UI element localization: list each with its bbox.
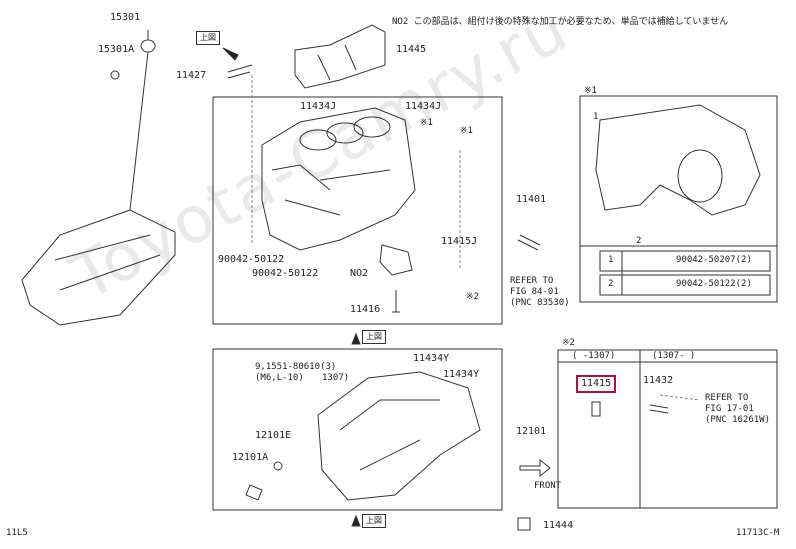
detail-col2-head: (1307- ) (652, 351, 696, 361)
plug-11444-shape (517, 517, 531, 531)
part-label-12101a[interactable]: 12101A (232, 452, 269, 463)
part-label-11416[interactable]: 11416 (350, 304, 381, 315)
footer-right: 11713C-M (736, 528, 780, 538)
part-label-11434y-a[interactable]: 11434Y (413, 353, 450, 364)
part-label-11415[interactable]: 11415 (581, 378, 612, 389)
dipstick-shape (129, 39, 156, 211)
detail-row1-part[interactable]: 90042-50207(2) (676, 255, 752, 265)
part-label-11434y-b[interactable]: 11434Y (443, 369, 480, 380)
refer-line-1b[interactable]: FIG 84-01 (510, 287, 559, 297)
detail-callout-2: 2 (636, 236, 642, 246)
part-label-91551-a[interactable]: 9,1551-80610(3) (255, 362, 337, 372)
refer-line-2b[interactable]: FIG 17-01 (705, 404, 754, 414)
arrow-up-1 (351, 332, 361, 345)
detail-row2-part[interactable]: 90042-50122(2) (676, 279, 752, 289)
tab-bot: 上図 (362, 514, 386, 528)
o-ring-15301a (110, 70, 120, 80)
bolt-11416-shape (392, 290, 400, 313)
cylinder-block-shape (261, 107, 416, 251)
detail-mark-x2: ※2 (562, 338, 575, 348)
bolt-11427-shape (227, 64, 253, 79)
part-label-11434j-a[interactable]: 11434J (300, 101, 337, 112)
timing-cover-shape (595, 104, 761, 216)
refer-line-2a[interactable]: REFER TO (705, 393, 749, 403)
refer-line-1c[interactable]: (PNC 83530) (510, 298, 570, 308)
front-label: FRONT (534, 481, 562, 491)
part-label-11445[interactable]: 11445 (396, 44, 427, 55)
bolt-11432-shape (649, 404, 669, 414)
detail-frame-x1 (579, 95, 778, 303)
part-label-15301a[interactable]: 15301A (98, 44, 135, 55)
washer-12101e (273, 461, 283, 471)
arrow-down-1 (222, 47, 239, 61)
part-label-11444[interactable]: 11444 (543, 520, 574, 531)
block-frame (212, 96, 503, 325)
front-arrow-shape (519, 458, 551, 478)
part-label-12101[interactable]: 12101 (516, 426, 547, 437)
footer-left: 11L5 (6, 528, 28, 538)
refer-line-1a[interactable]: REFER TO (510, 276, 554, 286)
part-label-12101e[interactable]: 12101E (255, 430, 292, 441)
plug-12101a (245, 484, 263, 501)
part-label-91551-c: 1307) (322, 373, 350, 383)
bolt-11415-shape (591, 401, 601, 417)
detail-row2-num: 2 (608, 279, 614, 289)
part-label-15301[interactable]: 15301 (110, 12, 141, 23)
detail-frame-x2 (557, 349, 778, 509)
arrow-up-2 (351, 514, 361, 527)
part-label-11401[interactable]: 11401 (516, 194, 547, 205)
note-mark-x1-a: ※1 (420, 118, 433, 128)
note-mark-x1-b: ※1 (460, 126, 473, 136)
part-label-11427[interactable]: 11427 (176, 70, 207, 81)
oil-pan-shape (317, 371, 481, 501)
part-label-91551-b: (M6,L-10) (255, 373, 304, 383)
part-label-90042-b[interactable]: 90042-50122 (252, 268, 319, 279)
part-label-11415j[interactable]: 11415J (441, 236, 478, 247)
part-label-90042-a[interactable]: 90042-50122 (218, 254, 285, 265)
refer-line-2c[interactable]: (PNC 16261W) (705, 415, 771, 425)
part-label-11432[interactable]: 11432 (643, 375, 674, 386)
detail-mark-x1: ※1 (584, 86, 597, 96)
tab-mid: 上図 (362, 330, 386, 344)
head-cover-shape (21, 209, 176, 326)
note-text: NO2 この部品は、組付け後の特殊な加工が必要なため、単品では補給していません (392, 17, 729, 27)
oil-pan-frame (212, 348, 503, 511)
sensor-shape (517, 234, 541, 251)
cover-11445-shape (294, 24, 386, 89)
detail-col1-head: ( -1307) (572, 351, 616, 361)
highlight-11415 (576, 375, 616, 393)
tab-top: 上図 (196, 31, 220, 45)
detail-row1-num: 1 (608, 255, 614, 265)
part-label-no2: NO2 (350, 268, 369, 279)
bracket-no2-shape (379, 244, 413, 276)
note-mark-x2-a: ※2 (466, 292, 479, 302)
detail-callout-1: 1 (593, 112, 599, 122)
part-label-11434j-b[interactable]: 11434J (405, 101, 442, 112)
